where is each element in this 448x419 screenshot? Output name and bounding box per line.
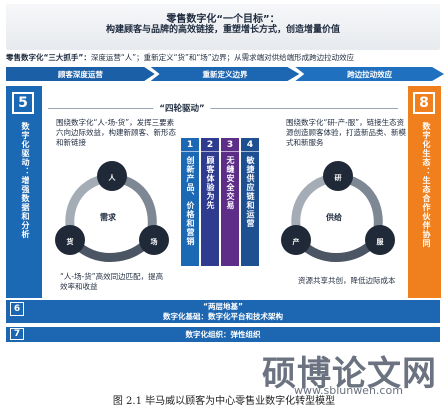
- node-production-label: 产: [292, 238, 300, 246]
- node-service-label: 服: [376, 238, 384, 246]
- node-place: [139, 225, 169, 255]
- arrow-band: 顾客深度运营 重新定义边界 跨边拉动效应: [6, 67, 445, 81]
- pillar-text: 无缝安全交易: [226, 156, 235, 210]
- desc-rd-production-service: 围绕数字化“研-产-服”，链接生态资源创造顾客体验，打造新品类、新模式和新服务: [286, 118, 406, 147]
- supply-cycle: [281, 161, 395, 262]
- four-wheel-title: “四轮驱动”: [153, 102, 211, 114]
- figure-caption: 图 2.1 毕马威以顾客为中心零售业数字化转型模型: [112, 396, 336, 407]
- goal-title: 零售数字化“一个目标”：: [166, 14, 280, 25]
- pillar-text: 创新产品、价格和营销: [186, 156, 195, 246]
- arrow-cross-side-effect: 跨边拉动效应: [295, 67, 445, 81]
- node-service: [365, 225, 395, 255]
- pillar-number: 3: [221, 138, 239, 152]
- cycle-arc: [298, 240, 375, 262]
- three-grabs-text: 深度运营“人”；重新定义“货”和“场”边界；从需求端对供给端形成跨边拉动效应: [90, 53, 355, 62]
- supply-center-label: 供给: [326, 213, 342, 222]
- pillar-1: 1 创新产品、价格和营销: [181, 138, 199, 266]
- panel-digital-ecosystem: 8 数字化生态：生态合作伙伴协同: [408, 86, 441, 298]
- arrow-customer-ops: 顾客深度运营: [6, 67, 155, 81]
- four-wheel-divider: [48, 108, 398, 109]
- node-people: [97, 161, 127, 191]
- node-people-label: 人: [108, 174, 116, 182]
- pillar-3: 3 无缝安全交易: [221, 138, 239, 266]
- pillar-text: 敏捷供应链和运营: [246, 156, 255, 228]
- desc-efficiency: “人-场-货”高效同边匹配，提高效率和收益: [60, 272, 164, 291]
- arrow-redefine-boundary: 重新定义边界: [150, 67, 300, 81]
- node-place-label: 场: [150, 238, 158, 246]
- foundation-platform-text: 数字化基础：数字化平台和技术架构: [163, 312, 283, 321]
- bar-number-7: 7: [10, 328, 24, 340]
- panel-digital-driver-text: 数字化驱动：增强数据和分析: [21, 122, 30, 239]
- three-grabs-label: 零售数字化“三大抓手”：: [6, 53, 91, 62]
- node-goods: [55, 225, 85, 255]
- panel-digital-driver: 5 数字化驱动：增强数据和分析: [6, 86, 42, 298]
- panel-digital-ecosystem-text: 数字化生态：生态合作伙伴协同: [422, 122, 431, 248]
- pillar-number: 4: [241, 138, 259, 152]
- foundation-bar-organization: 7 数字化组织：弹性组织: [6, 327, 440, 342]
- pillar-number: 2: [201, 138, 219, 152]
- foundation-organization-text: 数字化组织：弹性组织: [185, 330, 261, 339]
- demand-center-label: 需求: [100, 213, 116, 222]
- node-research: [323, 161, 353, 191]
- foundation-bar-platform: 6 “两层地基” 数字化基础：数字化平台和技术架构: [6, 300, 440, 323]
- desc-people-place-goods: 围绕数字化“人-场-货”，发挥三要素六向边际效益，构建新顾客、新形态和新链接: [56, 118, 176, 147]
- pillar-4: 4 敏捷供应链和运营: [241, 138, 259, 266]
- goal-banner: 零售数字化“一个目标”： 构建顾客与品牌的高效链接，重塑增长方式，创造增量价值: [6, 4, 440, 50]
- three-grabs-row: 零售数字化“三大抓手”：深度运营“人”；重新定义“货”和“场”边界；从需求端对供…: [6, 52, 440, 66]
- goal-statement: 构建顾客与品牌的高效链接，重塑增长方式，创造增量价值: [105, 25, 340, 35]
- pillar-text: 顾客体验为先: [206, 156, 215, 210]
- desc-cost-reduction: 资源共享共创，降低边际成本: [298, 276, 396, 285]
- pillar-2: 2 顾客体验为先: [201, 138, 219, 266]
- node-production: [281, 225, 311, 255]
- demand-cycle: [55, 161, 169, 262]
- node-research-label: 研: [334, 174, 342, 182]
- panel-number-5: 5: [12, 92, 34, 114]
- cycle-arc: [72, 240, 149, 262]
- watermark-url: www.sblunwen.com: [294, 384, 403, 397]
- foundation-title: “两层地基”: [203, 302, 243, 311]
- panel-number-8: 8: [413, 92, 435, 114]
- bar-number-6: 6: [10, 302, 24, 316]
- node-goods-label: 货: [66, 238, 74, 246]
- watermark: 硕博论文网: [262, 354, 437, 394]
- pillar-number: 1: [181, 138, 199, 152]
